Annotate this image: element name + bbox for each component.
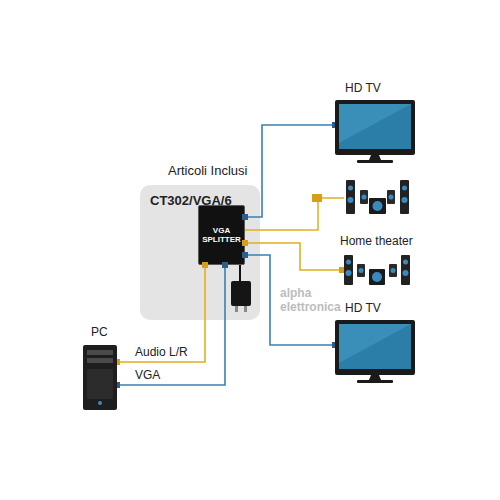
adapter-cable	[239, 265, 241, 281]
node-heading: Articoli Inclusi	[168, 163, 247, 178]
node-text: CT302/VGA/6	[150, 193, 260, 208]
cable-plug	[202, 262, 208, 268]
speakers-outline	[342, 255, 412, 285]
adapter-prong	[244, 306, 247, 312]
monitor-outline	[335, 100, 415, 155]
tv-monitor: HD TV	[335, 100, 415, 155]
cable-plug	[222, 262, 228, 268]
tv-monitor: HD TV	[335, 320, 415, 375]
cable-label: VGA	[133, 368, 162, 382]
pc-tower: PC	[83, 345, 117, 410]
monitor-outline	[335, 320, 415, 375]
node-heading: Home theater	[340, 234, 413, 248]
node-heading: PC	[91, 325, 108, 339]
power-adapter	[231, 281, 251, 306]
splitter-device: VGA SPLITTER	[198, 205, 245, 265]
cable-plug	[242, 214, 248, 220]
home-theater: Home theater	[342, 255, 412, 285]
tower-outline	[83, 345, 117, 410]
cable-plug	[242, 240, 248, 246]
node-heading: HD TV	[345, 81, 381, 95]
cable-label: Audio L/R	[133, 345, 190, 359]
cable-plug	[242, 252, 248, 258]
adapter-prong	[235, 306, 238, 312]
node-heading: HD TV	[345, 301, 381, 315]
rca-plug	[312, 194, 322, 202]
watermark: alpha elettronica	[280, 287, 352, 315]
node-text: VGA SPLITTER	[202, 226, 241, 244]
speaker-set	[346, 180, 409, 214]
